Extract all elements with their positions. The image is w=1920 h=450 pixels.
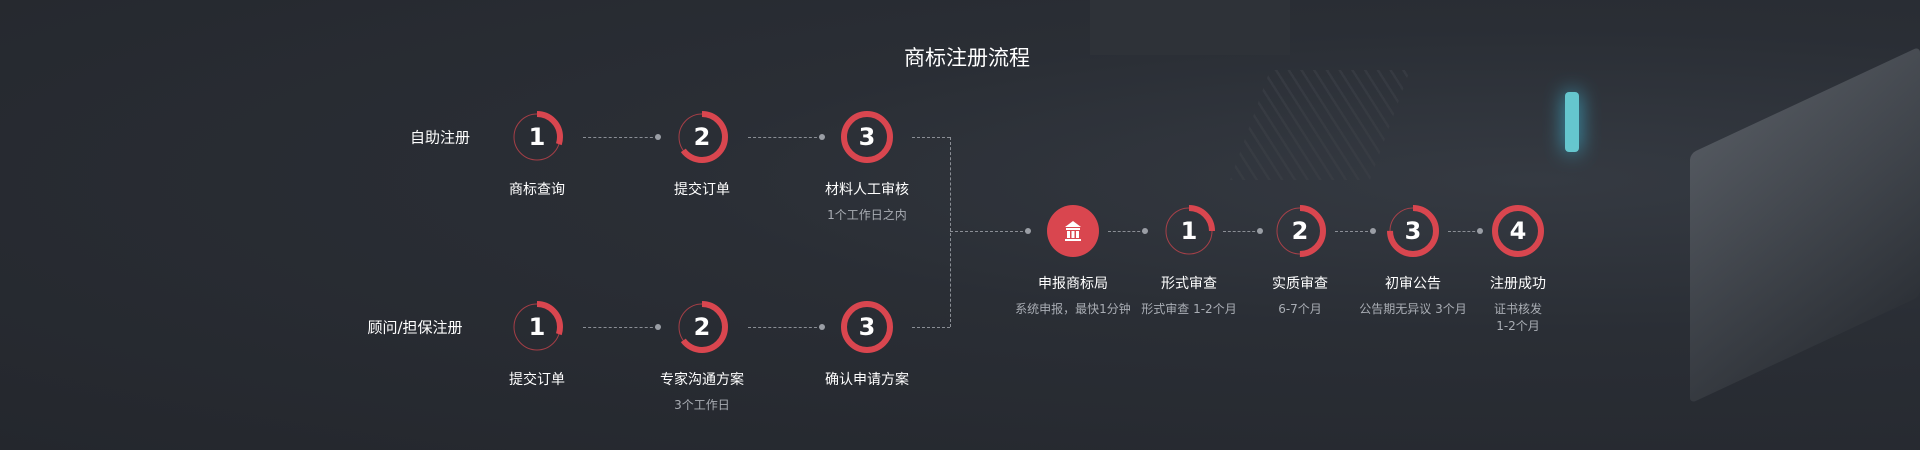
- connector-dot: [1257, 228, 1263, 234]
- step-label: 申报商标局: [1038, 276, 1108, 292]
- step-progress-ring: 4: [1492, 205, 1544, 257]
- step-progress-ring: 1: [511, 301, 563, 353]
- dashed-connector: [950, 231, 1028, 232]
- step-number: 1: [528, 313, 546, 341]
- step-label: 材料人工审核: [825, 182, 909, 198]
- step-progress-ring: 1: [511, 111, 563, 163]
- bank-icon: [1047, 205, 1099, 257]
- step-progress-ring: 2: [1274, 205, 1326, 257]
- dashed-connector: [583, 137, 658, 138]
- row2-step-3: 3 确认申请方案: [787, 301, 947, 389]
- connector-dot: [1025, 228, 1031, 234]
- background-vent-decoration: [1229, 70, 1411, 180]
- step-subtext: 3个工作日: [674, 398, 730, 412]
- step-number: 2: [693, 123, 711, 151]
- step-subtext: 1个工作日之内: [827, 208, 907, 222]
- step-subtext: 证书核发 1-2个月: [1493, 302, 1542, 333]
- step-label: 专家沟通方案: [660, 372, 744, 388]
- connector-dot: [1142, 228, 1148, 234]
- background-glow-light: [1565, 92, 1579, 152]
- step-number: 2: [693, 313, 711, 341]
- connector-dot: [1477, 228, 1483, 234]
- row1-step-1: 1 商标查询: [457, 111, 617, 199]
- dashed-connector: [748, 327, 822, 328]
- row1-step-3: 3 材料人工审核 1个工作日之内: [787, 111, 947, 224]
- stage-4: 4 注册成功证书核发 1-2个月: [1438, 205, 1598, 335]
- row2-step-1: 1 提交订单: [457, 301, 617, 389]
- stage-1: 1 形式审查形式审查 1-2个月: [1109, 205, 1269, 318]
- step-number: 1: [528, 123, 546, 151]
- step-subtext: 形式审查 1-2个月: [1141, 302, 1237, 316]
- step-subtext: 6-7个月: [1278, 302, 1322, 316]
- dashed-connector: [1448, 231, 1480, 232]
- row1-step-2: 2 提交订单: [622, 111, 782, 199]
- background-chip-decoration: [1090, 0, 1290, 55]
- step-label: 初审公告: [1385, 276, 1441, 292]
- dashed-connector-vertical: [950, 137, 951, 327]
- dashed-connector: [583, 327, 658, 328]
- step-progress-ring: 1: [1163, 205, 1215, 257]
- step-subtext: 系统申报，最快1分钟: [1015, 302, 1131, 316]
- dashed-connector: [1108, 231, 1145, 232]
- step-number: 3: [858, 313, 876, 341]
- step-number: 1: [1180, 217, 1198, 245]
- step-progress-ring: 3: [841, 111, 893, 163]
- step-number: 2: [1291, 217, 1309, 245]
- row-label-consultant: 顾问/担保注册: [367, 318, 463, 337]
- office-node: 申报商标局系统申报，最快1分钟: [993, 205, 1153, 318]
- connector-dot: [655, 324, 661, 330]
- step-label: 确认申请方案: [825, 372, 909, 388]
- page-title: 商标注册流程: [904, 46, 1030, 70]
- step-label: 提交订单: [674, 182, 730, 198]
- dashed-connector: [912, 137, 950, 138]
- connector-dot: [819, 324, 825, 330]
- connector-dot: [655, 134, 661, 140]
- row-label-self: 自助注册: [409, 128, 471, 147]
- step-subtext: 公告期无异议 3个月: [1359, 302, 1467, 316]
- stage-2: 2 实质审查 6-7个月: [1220, 205, 1380, 318]
- step-label: 商标查询: [509, 182, 565, 198]
- step-progress-ring: 3: [1387, 205, 1439, 257]
- dashed-connector: [1223, 231, 1260, 232]
- step-label: 实质审查: [1272, 276, 1328, 292]
- step-label: 注册成功: [1490, 276, 1546, 292]
- step-label: 提交订单: [509, 372, 565, 388]
- stage-3: 3 初审公告公告期无异议 3个月: [1333, 205, 1493, 318]
- connector-dot: [819, 134, 825, 140]
- step-progress-ring: 2: [676, 111, 728, 163]
- step-number: 3: [858, 123, 876, 151]
- dashed-connector: [748, 137, 822, 138]
- step-label: 形式审查: [1161, 276, 1217, 292]
- step-progress-ring: 2: [676, 301, 728, 353]
- step-number: 4: [1509, 217, 1527, 245]
- connector-dot: [1370, 228, 1376, 234]
- background-device-decoration: [1690, 46, 1920, 404]
- dashed-connector: [912, 327, 950, 328]
- row2-step-2: 2 专家沟通方案 3个工作日: [622, 301, 782, 414]
- step-number: 3: [1404, 217, 1422, 245]
- dashed-connector: [1335, 231, 1373, 232]
- step-progress-ring: 3: [841, 301, 893, 353]
